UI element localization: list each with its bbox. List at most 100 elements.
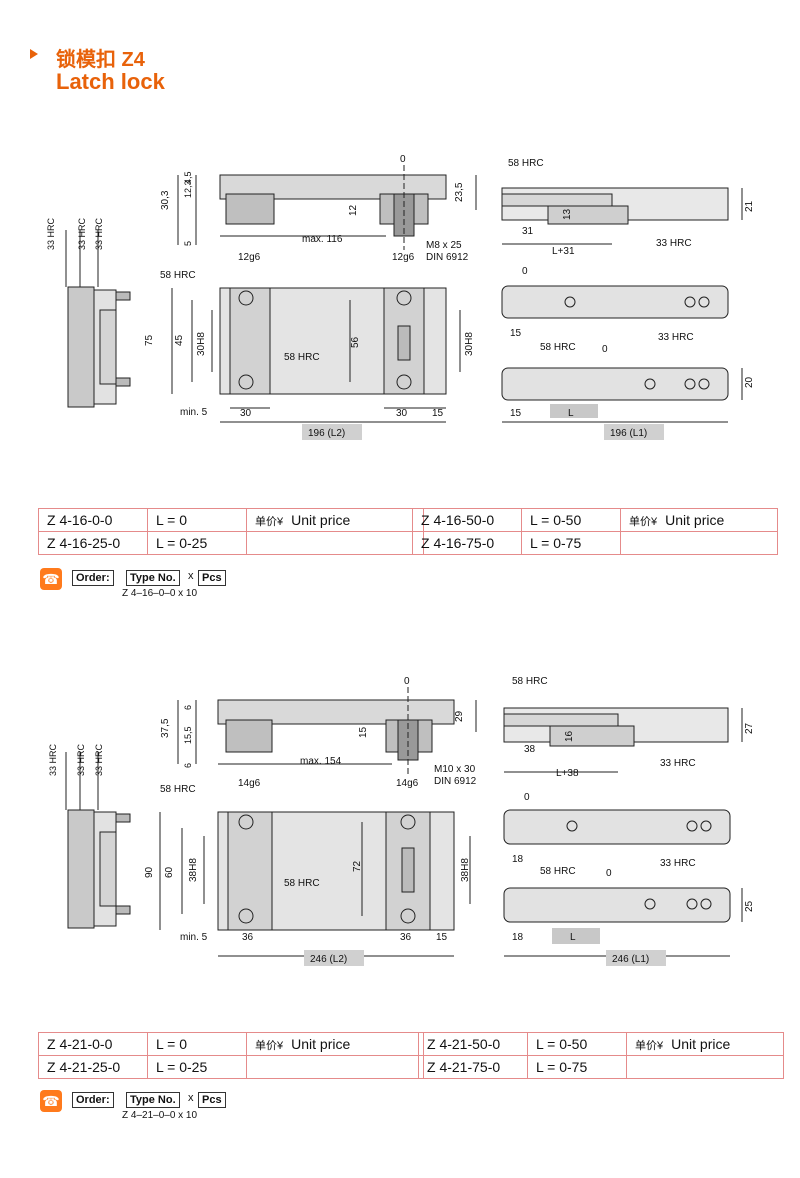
svg-text:0: 0 xyxy=(404,676,410,687)
svg-text:29: 29 xyxy=(454,710,465,722)
dimension-labels-2: 58 HRC 0 37,5 6 15,5 6 15 29 max. 154 M1… xyxy=(48,676,755,966)
dimension-labels-1: 58 HRC 0 30,3 12,3 4,5 5 12 23,5 max. 11… xyxy=(46,154,755,440)
svg-text:18: 18 xyxy=(512,932,524,943)
svg-text:90: 90 xyxy=(144,866,155,878)
page-title-cn: 锁模扣 Z4 xyxy=(56,49,145,71)
svg-text:36: 36 xyxy=(400,932,412,943)
svg-text:max. 116: max. 116 xyxy=(302,234,343,245)
svg-text:15: 15 xyxy=(432,408,444,419)
svg-text:0: 0 xyxy=(524,792,530,803)
svg-text:L+31: L+31 xyxy=(552,246,575,257)
svg-text:38H8: 38H8 xyxy=(460,858,471,882)
svg-text:5: 5 xyxy=(183,241,193,246)
svg-text:min. 5: min. 5 xyxy=(180,407,208,418)
svg-text:15: 15 xyxy=(436,932,448,943)
svg-text:18: 18 xyxy=(512,854,524,865)
svg-text:58 HRC: 58 HRC xyxy=(160,784,196,795)
svg-text:33 HRC: 33 HRC xyxy=(48,743,58,776)
svg-text:27: 27 xyxy=(744,722,755,734)
svg-text:25: 25 xyxy=(744,900,755,912)
svg-text:38: 38 xyxy=(524,744,536,755)
table-row: Z 4-21-0-0 L = 0 单价¥Unit price xyxy=(38,1032,424,1056)
triangle-bullet-icon xyxy=(30,49,38,59)
svg-text:58 HRC: 58 HRC xyxy=(284,878,320,889)
phone-order-icon: ☎ xyxy=(40,1090,62,1112)
table-row: Z 4-16-0-0 L = 0 单价¥Unit price xyxy=(38,508,424,532)
svg-text:L+38: L+38 xyxy=(556,768,579,779)
svg-text:56: 56 xyxy=(350,336,361,348)
svg-text:L: L xyxy=(570,932,576,943)
price-table-z4-16-left: Z 4-16-0-0 L = 0 单价¥Unit price Z 4-16-25… xyxy=(38,508,424,555)
svg-text:38H8: 38H8 xyxy=(188,858,199,882)
svg-text:58 HRC: 58 HRC xyxy=(540,866,576,877)
svg-text:33 HRC: 33 HRC xyxy=(46,217,56,250)
svg-text:33 HRC: 33 HRC xyxy=(77,217,87,250)
svg-text:30: 30 xyxy=(240,408,252,419)
table-row: Z 4-16-25-0 L = 0-25 xyxy=(38,531,424,555)
svg-text:45: 45 xyxy=(174,334,185,346)
svg-text:13: 13 xyxy=(562,208,573,220)
svg-text:30: 30 xyxy=(396,408,408,419)
svg-text:246 (L2): 246 (L2) xyxy=(310,954,347,965)
svg-text:6: 6 xyxy=(183,763,193,768)
table-row: Z 4-21-75-0 L = 0-75 xyxy=(418,1055,784,1079)
svg-text:37,5: 37,5 xyxy=(160,718,171,738)
page-title-en: Latch lock xyxy=(56,69,165,94)
svg-text:30,3: 30,3 xyxy=(160,190,171,210)
svg-text:0: 0 xyxy=(522,266,528,277)
table-row: Z 4-21-50-0 L = 0-50 单价¥Unit price xyxy=(418,1032,784,1056)
phone-order-icon: ☎ xyxy=(40,568,62,590)
technical-drawing-z4-16: 58 HRC 0 30,3 12,3 4,5 5 12 23,5 max. 11… xyxy=(46,154,755,440)
svg-text:33 HRC: 33 HRC xyxy=(656,238,692,249)
svg-text:15: 15 xyxy=(510,328,522,339)
svg-text:246 (L1): 246 (L1) xyxy=(612,954,649,965)
svg-text:4,5: 4,5 xyxy=(183,171,193,184)
price-table-z4-16-right: Z 4-16-50-0 L = 0-50 单价¥Unit price Z 4-1… xyxy=(412,508,778,555)
svg-text:58 HRC: 58 HRC xyxy=(512,676,548,687)
svg-text:58 HRC: 58 HRC xyxy=(284,352,320,363)
svg-text:0: 0 xyxy=(602,344,608,355)
svg-text:23,5: 23,5 xyxy=(454,182,465,202)
svg-text:33 HRC: 33 HRC xyxy=(94,217,104,250)
svg-text:M8 x 25: M8 x 25 xyxy=(426,240,462,251)
table-row: Z 4-16-75-0 L = 0-75 xyxy=(412,531,778,555)
svg-text:12g6: 12g6 xyxy=(392,252,415,263)
svg-text:14g6: 14g6 xyxy=(396,778,419,789)
svg-text:min. 5: min. 5 xyxy=(180,932,208,943)
svg-text:15: 15 xyxy=(510,408,522,419)
svg-text:33 HRC: 33 HRC xyxy=(660,858,696,869)
order-example-z4-16: ☎ Order: Type No. x Pcs Z 4–16–0–0 x 10 xyxy=(40,568,240,604)
svg-text:6: 6 xyxy=(183,705,193,710)
svg-text:58 HRC: 58 HRC xyxy=(160,270,196,281)
svg-text:DIN 6912: DIN 6912 xyxy=(426,252,469,263)
svg-text:75: 75 xyxy=(144,334,155,346)
svg-text:196 (L1): 196 (L1) xyxy=(610,428,647,439)
svg-text:58 HRC: 58 HRC xyxy=(540,342,576,353)
table-row: Z 4-16-50-0 L = 0-50 单价¥Unit price xyxy=(412,508,778,532)
svg-text:M10 x 30: M10 x 30 xyxy=(434,764,476,775)
svg-text:12,3: 12,3 xyxy=(183,180,193,198)
svg-text:58 HRC: 58 HRC xyxy=(508,158,544,169)
side-view-body xyxy=(67,286,95,408)
svg-text:DIN 6912: DIN 6912 xyxy=(434,776,477,787)
svg-text:30H8: 30H8 xyxy=(464,332,475,356)
latch-plan-b xyxy=(501,367,729,401)
price-table-z4-21-left: Z 4-21-0-0 L = 0 单价¥Unit price Z 4-21-25… xyxy=(38,1032,424,1079)
svg-text:0: 0 xyxy=(606,868,612,879)
price-table-z4-21-right: Z 4-21-50-0 L = 0-50 单价¥Unit price Z 4-2… xyxy=(418,1032,784,1079)
svg-text:12: 12 xyxy=(348,204,359,216)
svg-text:33 HRC: 33 HRC xyxy=(660,758,696,769)
svg-text:L: L xyxy=(568,408,574,419)
svg-text:16: 16 xyxy=(564,730,575,742)
svg-text:33 HRC: 33 HRC xyxy=(658,332,694,343)
svg-text:60: 60 xyxy=(164,866,175,878)
svg-text:33 HRC: 33 HRC xyxy=(76,743,86,776)
svg-text:31: 31 xyxy=(522,226,534,237)
svg-text:72: 72 xyxy=(352,860,363,872)
svg-text:15: 15 xyxy=(358,726,369,738)
svg-text:36: 36 xyxy=(242,932,254,943)
svg-text:15,5: 15,5 xyxy=(183,726,193,744)
svg-text:196 (L2): 196 (L2) xyxy=(308,428,345,439)
svg-text:21: 21 xyxy=(744,200,755,212)
svg-text:30H8: 30H8 xyxy=(196,332,207,356)
